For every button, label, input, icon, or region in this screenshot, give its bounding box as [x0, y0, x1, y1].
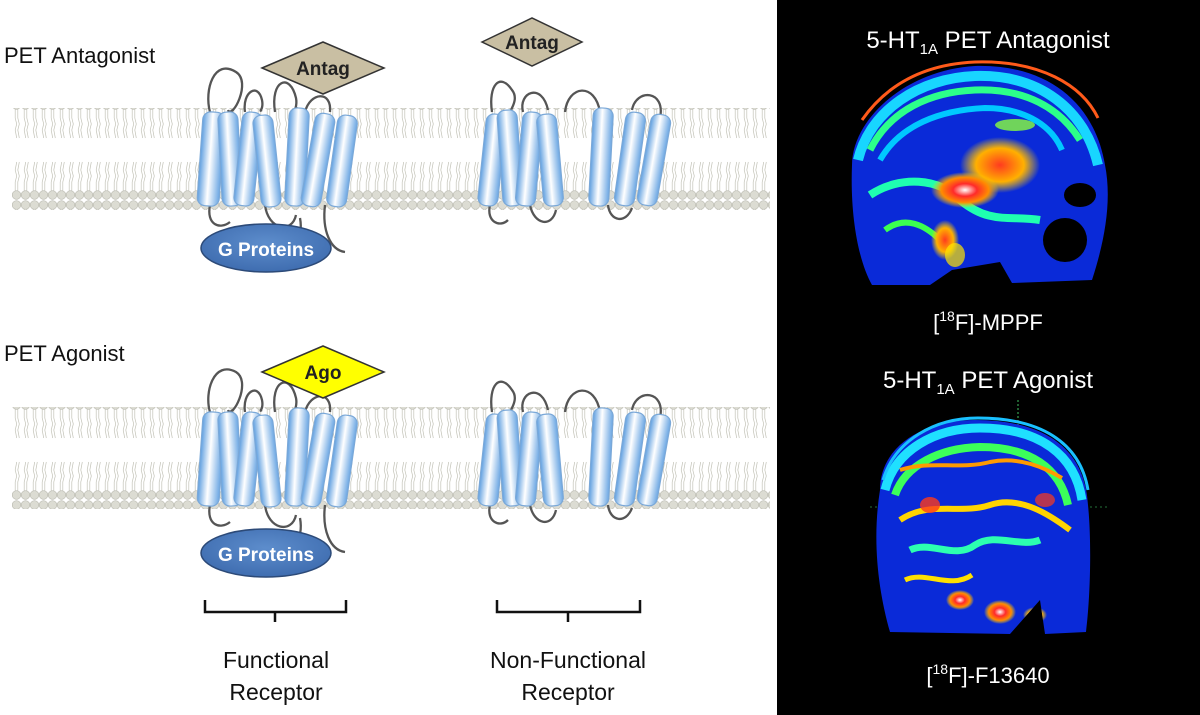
panel-tracer-agonist: [18F]-F13640 [926, 661, 1049, 688]
bracket-nonfunctional [495, 600, 642, 622]
g-protein-top: G Proteins [200, 223, 332, 273]
caption-nonfunctional-line1: Non-Functional [490, 647, 646, 673]
caption-functional-line1: Functional [223, 647, 329, 673]
functional-receptor-agonist: Ago G Proteins [196, 345, 386, 578]
row-label-antagonist: PET Antagonist [4, 43, 155, 68]
panel-title-agonist: 5-HT1A PET Agonist [883, 367, 1093, 398]
helix-bundle [477, 107, 672, 207]
caption-functional-line2: Receptor [229, 679, 323, 705]
receptor-loops [488, 80, 662, 225]
ligand-ago: Ago [260, 345, 386, 399]
nonfunctional-receptor-agonist [477, 380, 672, 525]
ligand-label: Ago [305, 363, 342, 384]
row-label-agonist: PET Agonist [4, 341, 125, 366]
pet-scan-antagonist [851, 60, 1108, 285]
bracket-functional [203, 600, 348, 622]
g-protein-label: G Proteins [218, 545, 314, 566]
functional-receptor-antagonist: Antag G Proteins [196, 41, 386, 273]
ligand-antag-functional: Antag [260, 41, 386, 95]
helix-bundle [196, 107, 358, 208]
panel-tracer-antagonist: [18F]-MPPF [933, 308, 1043, 335]
helix-bundle [477, 407, 672, 507]
caption-nonfunctional-line2: Receptor [521, 679, 615, 705]
panel-title-antagonist: 5-HT1A PET Antagonist [866, 27, 1110, 58]
ligand-antag-nonfunctional: Antag [480, 17, 584, 67]
g-protein-bottom: G Proteins [200, 528, 332, 578]
ligand-label: Antag [505, 33, 559, 54]
pet-scan-agonist [870, 400, 1110, 634]
helix-bundle [196, 407, 358, 508]
g-protein-label: G Proteins [218, 240, 314, 261]
ligand-label: Antag [296, 59, 350, 80]
receptor-loops [488, 380, 662, 525]
nonfunctional-receptor-antagonist: Antag [477, 17, 672, 225]
